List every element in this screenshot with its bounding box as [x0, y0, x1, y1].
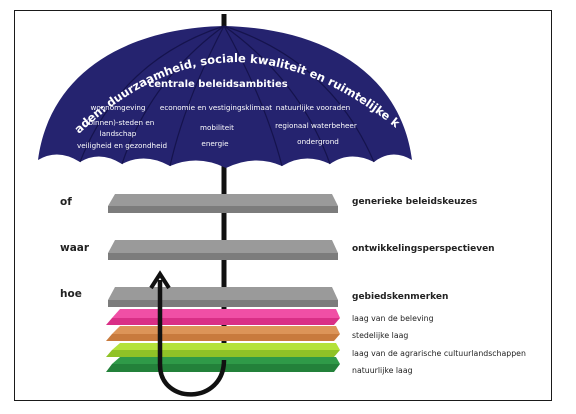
ambition-label: ondergrond — [297, 137, 339, 146]
ambition-label: mobiliteit — [200, 123, 234, 132]
ambition-label: natuurlijke vooraden — [276, 103, 350, 112]
layer-stedelijk-top — [112, 326, 340, 334]
ambition-label: regionaal waterbeheer — [275, 121, 357, 130]
layer-stack — [106, 309, 340, 372]
ambition-label: (binnen)-steden en — [86, 118, 155, 127]
question-label: of — [60, 196, 72, 208]
layer-stedelijk — [106, 334, 340, 341]
layer-label: laag van de beleving — [352, 314, 434, 323]
layer-label: natuurlijke laag — [352, 366, 413, 375]
layer-beleving-top — [112, 309, 340, 318]
level-label: ontwikkelingsperspectieven — [352, 244, 495, 254]
umbrella-canopy — [38, 26, 412, 168]
handle-hook — [157, 280, 227, 397]
question-label: hoe — [60, 288, 82, 300]
ambition-label: landschap — [100, 129, 137, 138]
plate-gebiedskenmerken — [108, 287, 338, 300]
ambition-label: economie en vestigingsklimaat — [160, 103, 272, 112]
layer-agrarisch-top — [112, 343, 340, 350]
center-title: centrale beleidsambities — [148, 79, 287, 90]
level-label: gebiedskenmerken — [352, 292, 448, 302]
gray-plates — [108, 194, 338, 307]
umbrella-ribs — [79, 25, 375, 167]
layer-agrarisch — [106, 350, 340, 357]
arrow-up-icon — [149, 270, 171, 290]
level-label: generieke beleidskeuzes — [352, 197, 477, 207]
ambition-label: veiligheid en gezondheid — [77, 141, 167, 150]
layer-beleving — [106, 318, 340, 325]
layer-label: laag van de agrarische cultuurlandschapp… — [352, 349, 526, 358]
layer-label: stedelijke laag — [352, 331, 408, 340]
plate-ontwikkeling — [108, 240, 338, 253]
ambition-label: energie — [201, 139, 229, 148]
plate-generieke — [108, 194, 338, 206]
ambition-label: woonomgeving — [91, 103, 146, 112]
question-label: waar — [60, 242, 90, 254]
